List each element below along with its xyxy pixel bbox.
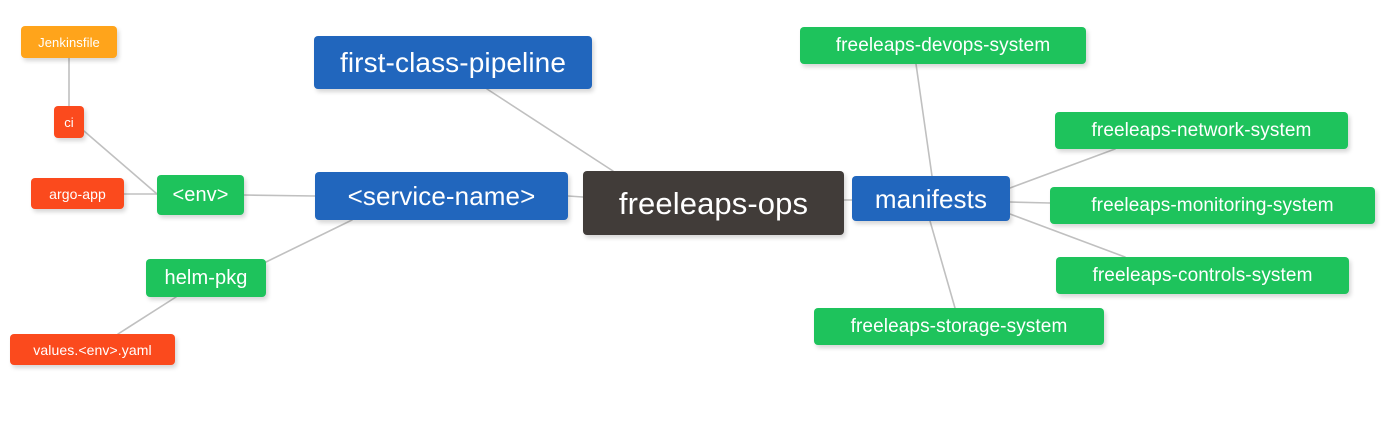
node-freeleaps-monitoring-system[interactable]: freeleaps-monitoring-system	[1050, 187, 1375, 224]
node-label-service-name: <service-name>	[347, 181, 536, 211]
node-label-freeleaps-monitoring-system: freeleaps-monitoring-system	[1091, 195, 1334, 216]
node-label-env: <env>	[172, 184, 229, 206]
edge-service-name-to-freeleaps-ops	[567, 195, 584, 198]
node-freeleaps-network-system[interactable]: freeleaps-network-system	[1055, 112, 1348, 149]
edge-manifests-to-freeleaps-storage-system	[929, 220, 956, 309]
edge-values-yaml-to-helm-pkg	[117, 296, 177, 335]
edge-manifests-to-freeleaps-monitoring-system	[1009, 201, 1051, 204]
node-service-name[interactable]: <service-name>	[315, 172, 568, 220]
node-label-freeleaps-devops-system: freeleaps-devops-system	[835, 35, 1051, 56]
node-label-freeleaps-network-system: freeleaps-network-system	[1091, 120, 1312, 141]
node-freeleaps-devops-system[interactable]: freeleaps-devops-system	[800, 27, 1086, 64]
node-label-manifests: manifests	[874, 183, 988, 214]
node-first-class-pipeline[interactable]: first-class-pipeline	[314, 36, 592, 89]
node-ci[interactable]: ci	[54, 106, 84, 138]
node-freeleaps-controls-system[interactable]: freeleaps-controls-system	[1056, 257, 1349, 294]
node-jenkinsfile[interactable]: Jenkinsfile	[21, 26, 117, 58]
edge-env-to-service-name	[243, 194, 316, 197]
node-label-freeleaps-ops: freeleaps-ops	[618, 185, 809, 221]
edge-manifests-to-freeleaps-network-system	[1009, 148, 1116, 189]
node-label-helm-pkg: helm-pkg	[164, 267, 248, 289]
node-label-argo-app: argo-app	[49, 185, 106, 202]
node-freeleaps-ops[interactable]: freeleaps-ops	[583, 171, 844, 235]
edge-first-class-pipeline-to-freeleaps-ops	[486, 88, 614, 172]
node-env[interactable]: <env>	[157, 175, 244, 215]
node-label-values-yaml: values.<env>.yaml	[33, 341, 152, 358]
node-argo-app[interactable]: argo-app	[31, 178, 124, 209]
edge-helm-pkg-to-service-name	[265, 219, 353, 263]
node-manifests[interactable]: manifests	[852, 176, 1010, 221]
node-label-freeleaps-controls-system: freeleaps-controls-system	[1092, 265, 1313, 286]
node-label-first-class-pipeline: first-class-pipeline	[339, 46, 567, 78]
node-label-jenkinsfile: Jenkinsfile	[38, 34, 100, 50]
node-values-yaml[interactable]: values.<env>.yaml	[10, 334, 175, 365]
node-freeleaps-storage-system[interactable]: freeleaps-storage-system	[814, 308, 1104, 345]
node-label-freeleaps-storage-system: freeleaps-storage-system	[850, 316, 1068, 337]
edge-manifests-to-freeleaps-devops-system	[915, 63, 933, 177]
node-helm-pkg[interactable]: helm-pkg	[146, 259, 266, 297]
node-label-ci: ci	[64, 114, 74, 130]
